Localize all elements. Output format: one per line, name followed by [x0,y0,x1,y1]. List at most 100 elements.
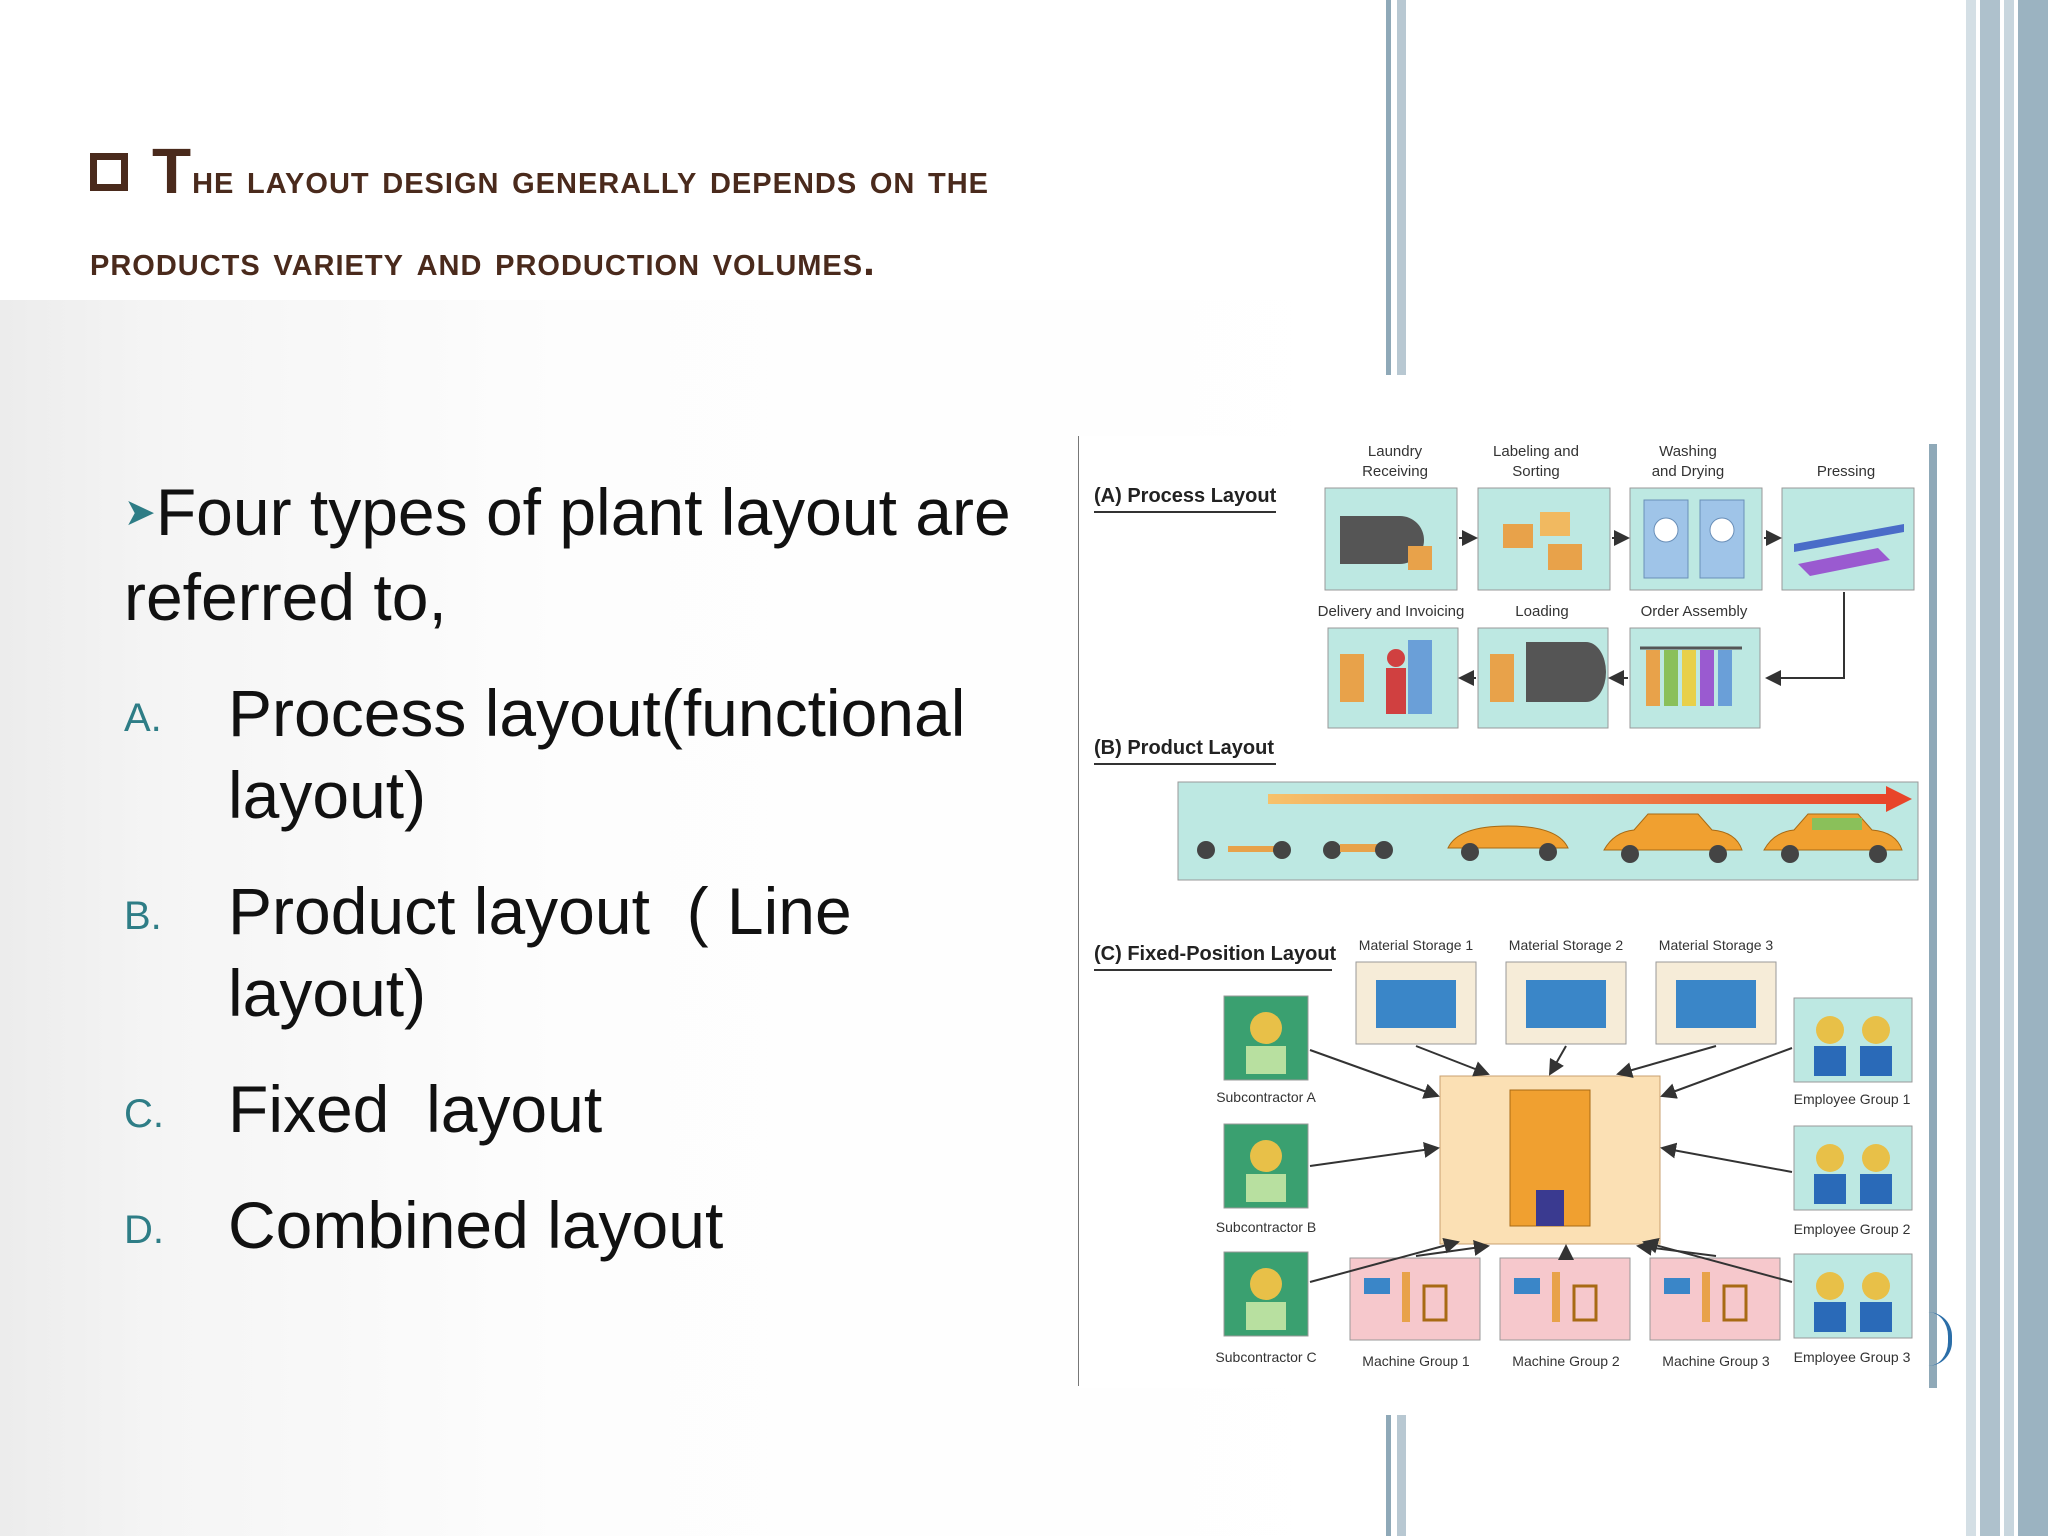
box-icon [1540,512,1570,536]
process-label-line: Labeling and [1493,443,1579,460]
list-marker: D. [124,1208,164,1252]
process-label-line: Pressing [1817,463,1875,480]
employee-icon [1816,1272,1844,1300]
employee-body-icon [1860,1302,1892,1332]
box-icon [1503,524,1533,548]
truck-icon [1340,516,1424,564]
employee-icon [1816,1016,1844,1044]
flow-arrow [1616,1045,1717,1078]
decor-stripe [2018,0,2048,1536]
list-item: D. Combined layout [124,1184,1024,1266]
chassis-icon [1340,844,1390,852]
machine-group-label: Machine Group 2 [1512,1353,1620,1369]
employee-body-icon [1860,1174,1892,1204]
material-storage-labels: Material Storage 1 Material Storage 2 Ma… [1359,937,1774,953]
subcontractor-group: Subcontractor A Subcontractor B Subcontr… [1215,995,1317,1365]
car-body-icon [1763,813,1903,851]
intro-text: ➤Four types of plant layout are referred… [124,470,1024,639]
wheel-icon [1461,843,1479,861]
cart-icon [1340,654,1364,702]
dryer-door-icon [1709,517,1735,543]
list-item: A. Process layout(functional layout) [124,672,1024,836]
machine-group: Machine Group 1 Machine Group 2 Machine … [1349,1257,1781,1369]
machine-group-label: Machine Group 3 [1662,1353,1770,1369]
employee-icon [1862,1144,1890,1172]
assembly-line [1177,781,1919,881]
list-marker: B. [124,894,162,938]
employee-group-box [1793,1125,1913,1211]
wheel-icon [1273,841,1291,859]
list-item-text: Combined layout [228,1188,724,1262]
fixed-position-arrows [1309,1045,1793,1283]
checkbox-bullet-icon [90,153,128,191]
section-c-label: (C) Fixed-Position Layout [1094,943,1337,965]
flow-arrow [1549,1045,1567,1076]
employee-icon [1816,1144,1844,1172]
decor-stripe [1397,1415,1406,1536]
process-label: Delivery and Invoicing [1318,603,1465,620]
press-board-icon [1798,548,1890,576]
employee-group-label: Employee Group 1 [1794,1091,1911,1107]
drill-icon [1514,1278,1540,1294]
material-storage-row [1355,961,1777,1045]
material-storage-label: Material Storage 1 [1359,937,1474,953]
intro-label: Four types of plant layout are referred … [124,475,1011,634]
machine-group-box [1349,1257,1481,1341]
assembly-flow-arrowhead [1886,786,1912,812]
employee-group: Employee Group 1 Employee Group 2 Employ… [1793,997,1913,1365]
cart-icon [1490,654,1514,702]
box-icon [1408,546,1432,570]
title-line-1-rest: he layout design generally depends on th… [192,155,990,202]
layout-types-list: A. Process layout(functional layout) B. … [124,672,1024,1300]
worker-body-icon [1246,1046,1286,1074]
process-label: Loading [1515,603,1568,620]
decor-stripe [1966,0,1976,1536]
process-label-line: Sorting [1512,463,1560,480]
subcontractor-label: Subcontractor A [1216,1089,1316,1105]
title-line-2: products variety and production volumes. [90,237,876,284]
list-item: B. Product layout ( Line layout) [124,870,1024,1034]
worker-head-icon [1387,649,1405,667]
garment-icon [1700,650,1714,706]
section-a-label: (A) Process Layout [1094,485,1277,507]
slide-title: The layout design generally depends on t… [90,130,1650,302]
garment-icon [1718,650,1732,706]
labeling-sorting-box [1477,487,1611,591]
list-marker: A. [124,696,162,740]
flow-arrow [1660,1142,1793,1173]
employee-group-box [1793,997,1913,1083]
employee-group-label: Employee Group 2 [1794,1221,1911,1237]
process-label-line: and Drying [1652,463,1725,480]
wheel-icon [1781,845,1799,863]
tool-icon [1702,1272,1710,1322]
flow-arrow [1765,592,1845,686]
decor-stripe [2004,0,2014,1536]
chassis-icon [1228,846,1278,852]
press-icon [1794,524,1904,552]
employee-body-icon [1814,1302,1846,1332]
employee-icon [1862,1272,1890,1300]
garment-icon [1682,650,1696,706]
tool-icon [1402,1272,1410,1322]
process-top-row [1324,487,1915,591]
list-item: C. Fixed layout [124,1068,1024,1150]
employee-body-icon [1814,1046,1846,1076]
employee-icon [1862,1016,1890,1044]
drill-icon [1364,1278,1390,1294]
machine-group-label: Machine Group 1 [1362,1353,1470,1369]
car-body-icon [1603,813,1743,851]
car-window-icon [1812,818,1862,830]
warehouse-icon [1526,980,1606,1028]
worker-icon [1250,1012,1282,1044]
process-label-line: Laundry [1368,443,1423,460]
process-label: Order Assembly [1641,603,1748,620]
employee-group-label: Employee Group 3 [1794,1349,1911,1365]
worker-body-icon [1246,1302,1286,1330]
material-storage-label: Material Storage 3 [1659,937,1774,953]
tool-icon [1572,1284,1598,1322]
process-top-arrows [1459,530,1845,686]
process-bottom-row [1327,627,1761,729]
tool-icon [1722,1284,1748,1322]
employee-group-box [1793,1253,1913,1339]
tool-icon [1552,1272,1560,1322]
